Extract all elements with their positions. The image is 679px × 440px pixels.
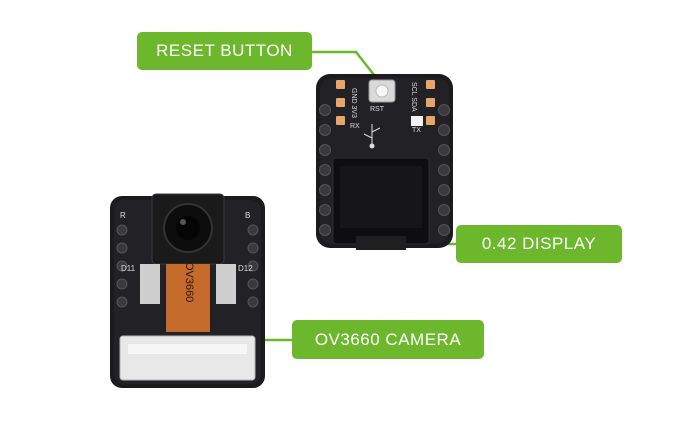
left-pins-label: GND 3V3 — [350, 88, 357, 118]
rx-label: RX — [350, 123, 360, 130]
fpc-connector — [119, 335, 256, 381]
display-board: RST GND 3V3 RX SCL SDA TX — [316, 74, 453, 250]
right-pins-label: SCL SDA — [410, 82, 417, 112]
d12-label: D12 — [238, 264, 253, 273]
rst-label: RST — [370, 106, 385, 113]
d11-label: D11 — [121, 264, 136, 273]
reset-leader-line — [312, 50, 379, 81]
camera-board: OV3660 R B D11 D12 — [110, 193, 265, 388]
display-callout: 0.42 DISPLAY — [456, 225, 622, 263]
r-label: R — [120, 211, 126, 220]
b-label: B — [245, 211, 250, 220]
tx-label: TX — [412, 127, 421, 134]
camera-flex-cable — [166, 264, 210, 332]
reset-button-callout: RESET BUTTON — [137, 32, 312, 70]
camera-callout: OV3660 CAMERA — [292, 320, 484, 359]
usb-icon — [363, 124, 381, 149]
flex-cable-label: OV3660 — [183, 262, 195, 302]
